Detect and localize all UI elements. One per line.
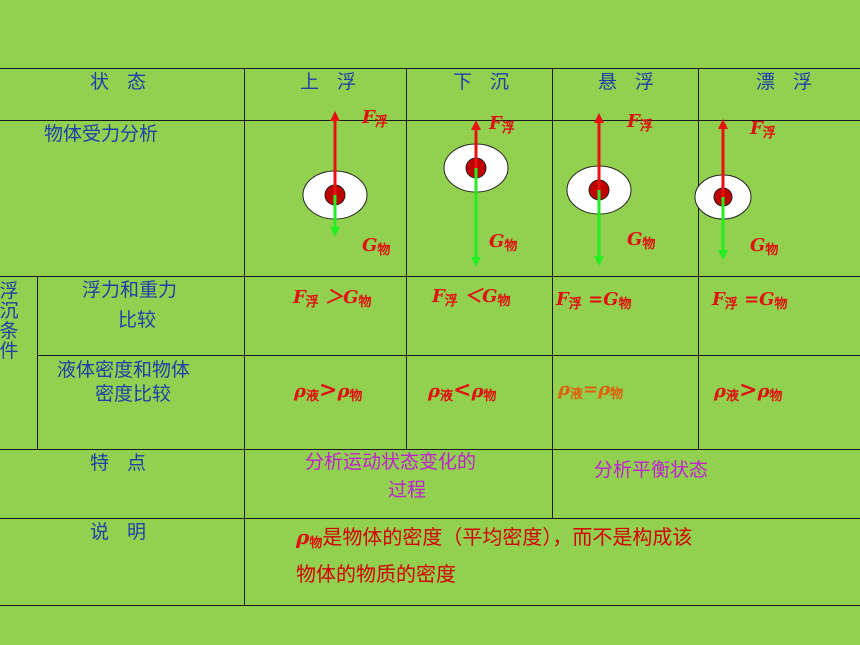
- row-explain: 说 明: [90, 521, 153, 543]
- force-compare-float: F浮 =G物: [712, 289, 788, 312]
- feature-motion-line2: 过程: [388, 479, 427, 501]
- force-compare-sink: F浮 ＜G物: [432, 286, 511, 309]
- row-condition-group: 浮沉条件: [0, 280, 19, 362]
- label-g-obj: G物: [627, 229, 656, 252]
- row-force-analysis: 物体受力分析: [44, 123, 159, 145]
- grid-line: [406, 68, 407, 449]
- row-compare-force-line1: 浮力和重力: [82, 279, 178, 301]
- header-sink: 下 沉: [453, 71, 516, 93]
- label-f-buoy: F浮: [362, 107, 388, 130]
- grid-line: [0, 605, 860, 606]
- diagram-float: [694, 119, 752, 260]
- label-g-obj: G物: [750, 235, 779, 258]
- feature-motion-line1: 分析运动状态变化的: [305, 451, 477, 473]
- force-compare-rise: F浮 ＞G物: [293, 287, 372, 310]
- label-f-buoy: F浮: [627, 111, 653, 134]
- diagram-sink: [443, 120, 509, 267]
- density-compare-rise: ρ液>ρ物: [294, 377, 363, 404]
- header-state: 状 态: [90, 71, 153, 93]
- label-g-obj: G物: [489, 231, 518, 254]
- diagram-rise: [302, 111, 368, 237]
- explanation-text: ρ物是物体的密度（平均密度），而不是构成该 物体的物质的密度: [296, 525, 693, 586]
- row-compare-density-line1: 液体密度和物体: [57, 359, 191, 381]
- density-compare-sink: ρ液<ρ物: [428, 377, 497, 404]
- row-compare-density-line2: 密度比较: [95, 383, 172, 405]
- header-suspend: 悬 浮: [598, 71, 661, 93]
- grid-line: [0, 449, 860, 450]
- grid-line: [37, 276, 38, 449]
- header-float: 漂 浮: [756, 71, 819, 93]
- density-compare-suspend: ρ液=ρ物: [558, 379, 624, 402]
- grid-line: [0, 68, 860, 69]
- label-f-buoy: F浮: [489, 113, 515, 136]
- row-compare-force-line2: 比较: [118, 309, 157, 331]
- label-g-obj: G物: [362, 235, 391, 258]
- diagram-suspend: [566, 113, 632, 266]
- grid-line: [37, 355, 860, 356]
- grid-line: [698, 68, 699, 449]
- grid-line: [0, 518, 860, 519]
- force-compare-suspend: F浮 =G物: [556, 289, 632, 312]
- label-f-buoy: F浮: [750, 118, 776, 141]
- density-compare-float: ρ液>ρ物: [714, 377, 783, 404]
- grid-line: [0, 276, 860, 277]
- row-feature: 特 点: [90, 452, 153, 474]
- header-rise: 上 浮: [300, 71, 363, 93]
- grid-line: [0, 120, 860, 121]
- feature-balance: 分析平衡状态: [594, 459, 709, 481]
- grid-line: [552, 68, 553, 518]
- grid-line: [244, 68, 245, 605]
